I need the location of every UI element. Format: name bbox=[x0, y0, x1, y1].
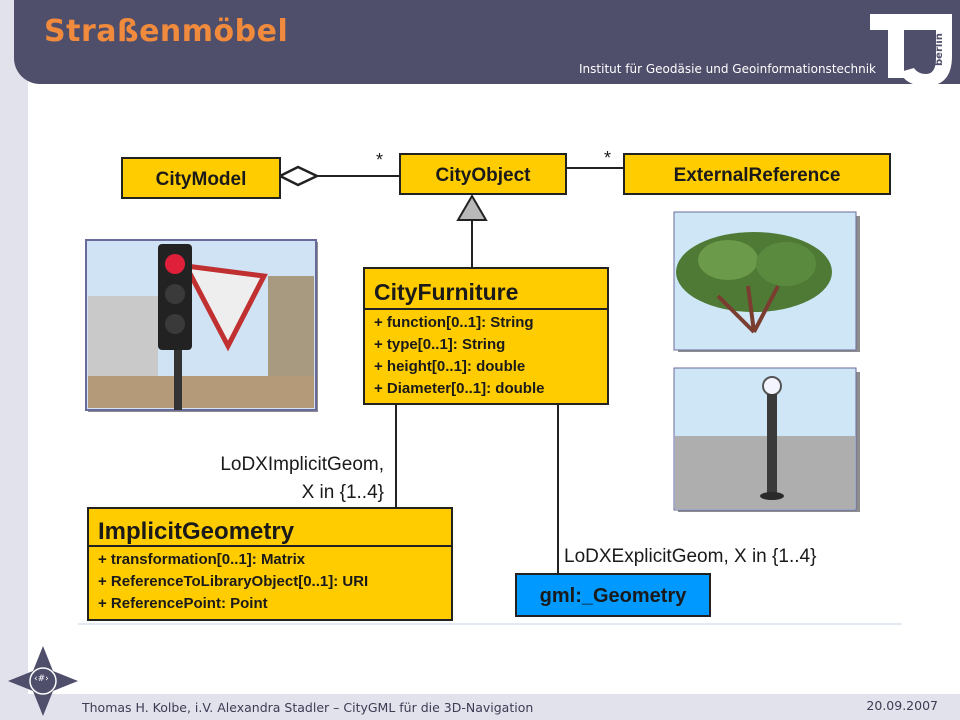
tree-canopy-highlight bbox=[756, 242, 816, 286]
external-reference-label: ExternalReference bbox=[674, 165, 841, 186]
tree-trunk-icon bbox=[716, 285, 780, 334]
implicit-geom-label-line1: LoDXImplicitGeom, bbox=[220, 454, 384, 475]
city-furniture-label: CityFurniture bbox=[374, 279, 518, 305]
gml-geometry-label: gml:_Geometry bbox=[540, 585, 688, 607]
city-furniture-attr: + function[0..1]: String bbox=[374, 314, 534, 331]
logo-u-shape bbox=[900, 14, 952, 86]
yield-sign-icon bbox=[181, 262, 268, 352]
tree-canopy-highlight bbox=[698, 240, 758, 280]
tree-render bbox=[673, 211, 860, 352]
explicit-geom-label: LoDXExplicitGeom, X in {1..4} bbox=[564, 546, 816, 567]
external-reference-box bbox=[623, 153, 891, 195]
green-light-icon bbox=[165, 314, 185, 334]
yellow-light-icon bbox=[165, 284, 185, 304]
city-model-box bbox=[121, 157, 281, 199]
city-object-box bbox=[399, 153, 567, 195]
implicit-geometry-label: ImplicitGeometry bbox=[98, 518, 295, 545]
gml-geometry-box bbox=[515, 573, 711, 617]
implicit-geometry-box bbox=[87, 507, 453, 621]
uml-diagram: * * CityModel CityObject ExternalReferen… bbox=[78, 148, 902, 625]
city-object-label: CityObject bbox=[435, 165, 531, 186]
lamp-base-icon bbox=[760, 492, 784, 500]
city-furniture-box bbox=[363, 267, 609, 405]
page-number: ‹#› bbox=[34, 674, 49, 684]
implicit-geometry-attr: + ReferenceToLibraryObject[0..1]: URI bbox=[98, 573, 368, 590]
footer-author: Thomas H. Kolbe, i.V. Alexandra Stadler … bbox=[82, 700, 534, 715]
tu-berlin-logo: berlin bbox=[870, 14, 952, 86]
generalization-arrow bbox=[456, 194, 488, 221]
navigation-compass[interactable] bbox=[8, 646, 78, 716]
lamp-post-icon bbox=[767, 394, 777, 494]
city-furniture-attr: + Diameter[0..1]: double bbox=[374, 380, 544, 397]
traffic-light-pole bbox=[174, 346, 182, 410]
city-model-label: CityModel bbox=[156, 169, 247, 190]
left-strip bbox=[0, 0, 28, 720]
header-bar bbox=[14, 0, 960, 84]
implicit-geometry-attr: + transformation[0..1]: Matrix bbox=[98, 551, 306, 568]
slide-title: Straßenmöbel bbox=[44, 14, 289, 49]
compass-center[interactable] bbox=[29, 667, 57, 695]
multiplicity-right: * bbox=[604, 148, 611, 168]
implicit-geom-label-line2: X in {1..4} bbox=[302, 482, 384, 503]
city-furniture-attr: + type[0..1]: String bbox=[374, 336, 505, 353]
photo-building-left bbox=[88, 296, 158, 386]
aggregation-diamond bbox=[277, 165, 320, 187]
multiplicity-left: * bbox=[376, 150, 383, 170]
logo-t-shape bbox=[870, 14, 918, 78]
implicit-geometry-attr: + ReferencePoint: Point bbox=[98, 595, 268, 612]
city-furniture-attr: + height[0..1]: double bbox=[374, 358, 525, 375]
logo-berlin-text: berlin bbox=[934, 33, 945, 66]
traffic-light-photo bbox=[85, 239, 318, 412]
photo-tram bbox=[88, 376, 314, 408]
institute-name: Institut für Geodäsie und Geoinformation… bbox=[579, 62, 876, 76]
footer-date: 20.09.2007 bbox=[866, 698, 938, 713]
street-lamp-render bbox=[673, 367, 860, 512]
footer-bar bbox=[0, 694, 960, 720]
lamp-globe-icon bbox=[762, 376, 782, 396]
photo-building-right bbox=[268, 276, 314, 386]
red-light-icon bbox=[165, 254, 185, 274]
